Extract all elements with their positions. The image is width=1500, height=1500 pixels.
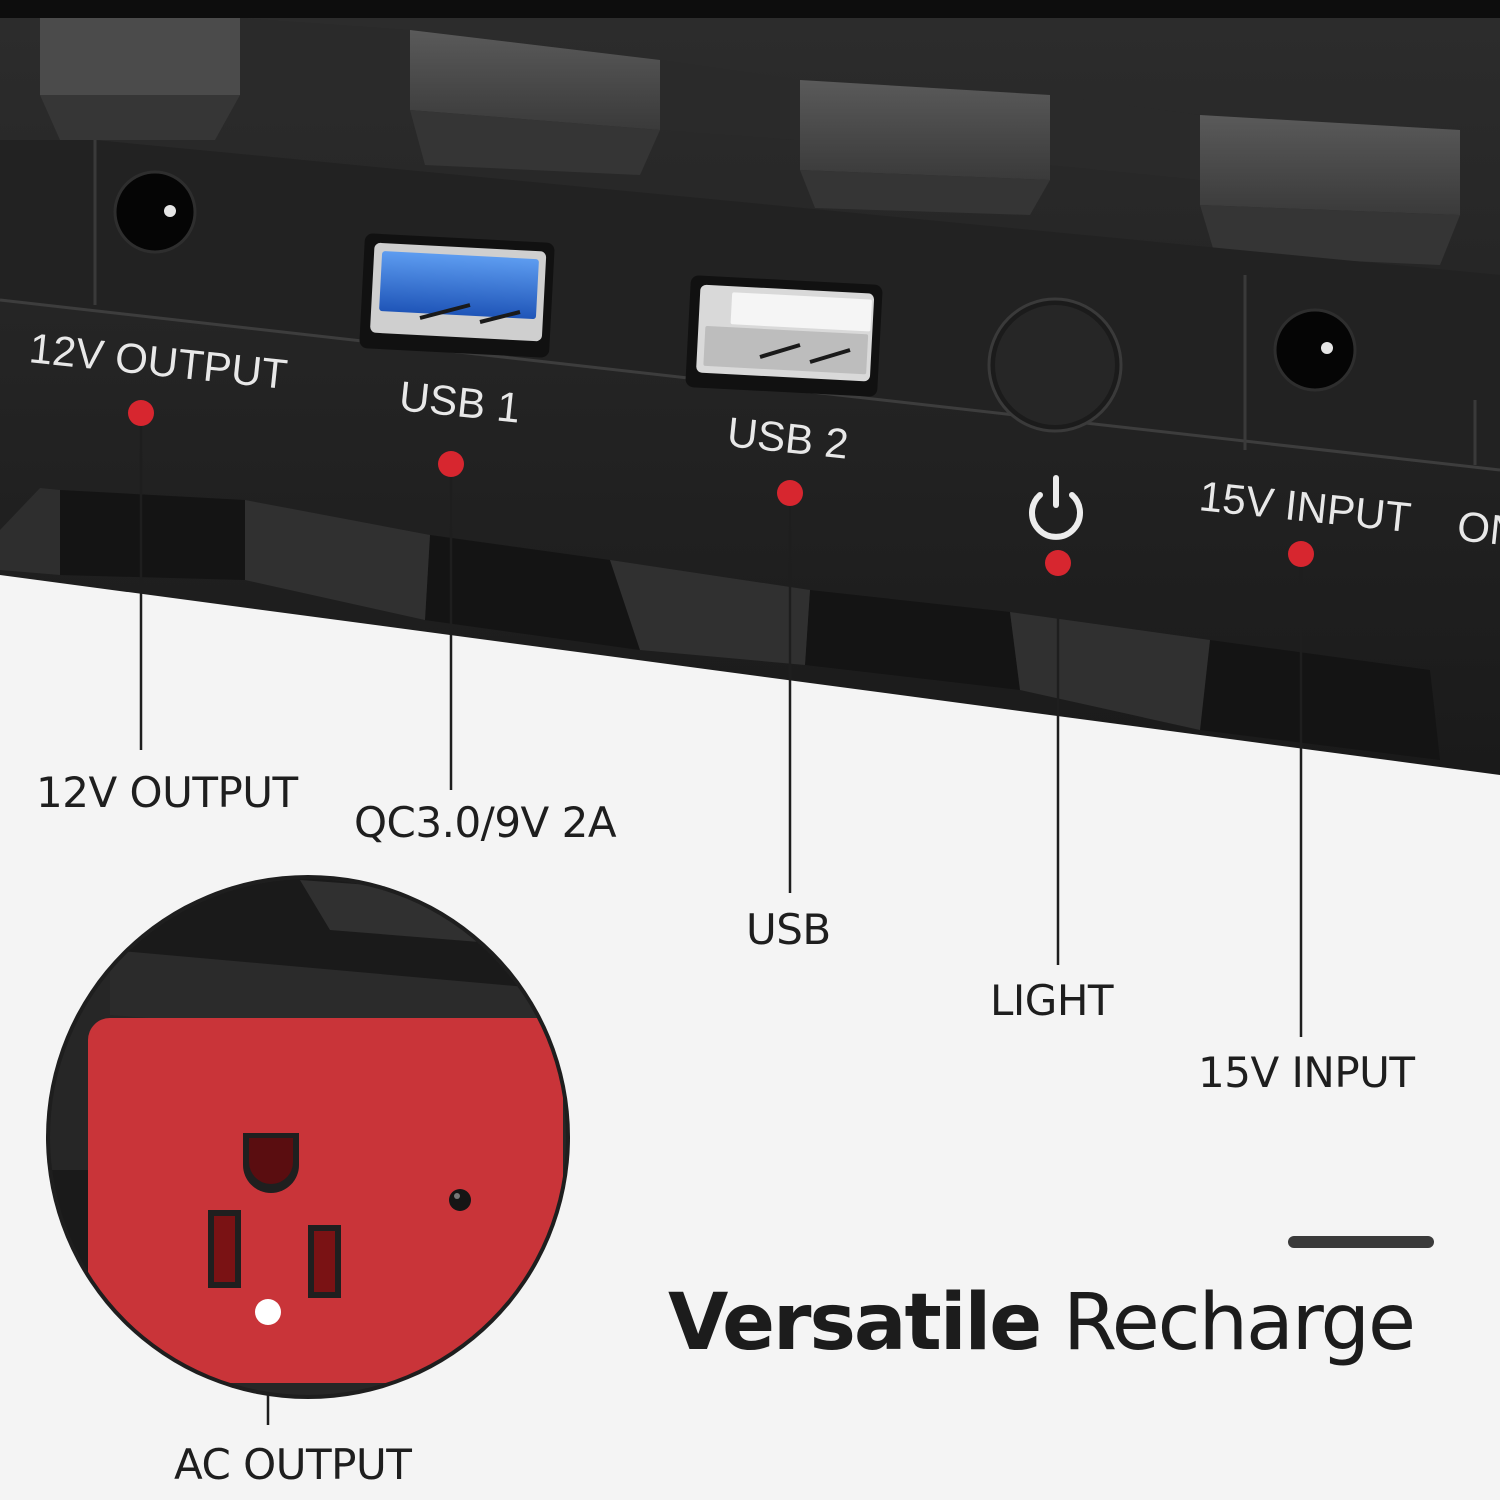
ac-outlet-inset xyxy=(46,875,570,1399)
usb1-port xyxy=(359,233,555,358)
power-icon xyxy=(1029,475,1083,540)
callout-light: LIGHT xyxy=(990,976,1114,1025)
dc-output-port xyxy=(113,170,197,254)
callout-dc-output: 12V OUTPUT xyxy=(36,768,298,817)
headline-accent-bar xyxy=(1288,1236,1434,1248)
headline: Versatile Recharge xyxy=(668,1278,1416,1368)
power-station-side-panel xyxy=(0,18,1500,775)
top-edge xyxy=(0,0,1500,18)
dc-input-port xyxy=(1273,308,1357,392)
marker-dots xyxy=(128,400,1314,576)
usb2-port xyxy=(685,275,883,397)
callout-usb2: USB xyxy=(746,905,831,954)
headline-bold: Versatile xyxy=(668,1278,1042,1368)
light-button xyxy=(987,297,1123,433)
callout-ac-output: AC OUTPUT xyxy=(174,1440,412,1489)
callout-usb1: QC3.0/9V 2A xyxy=(354,798,617,847)
callout-dc-input: 15V INPUT xyxy=(1198,1048,1415,1097)
headline-light: Recharge xyxy=(1063,1278,1416,1368)
leader-lines xyxy=(139,413,1303,1425)
device-label-clipped: ON xyxy=(1455,502,1500,555)
